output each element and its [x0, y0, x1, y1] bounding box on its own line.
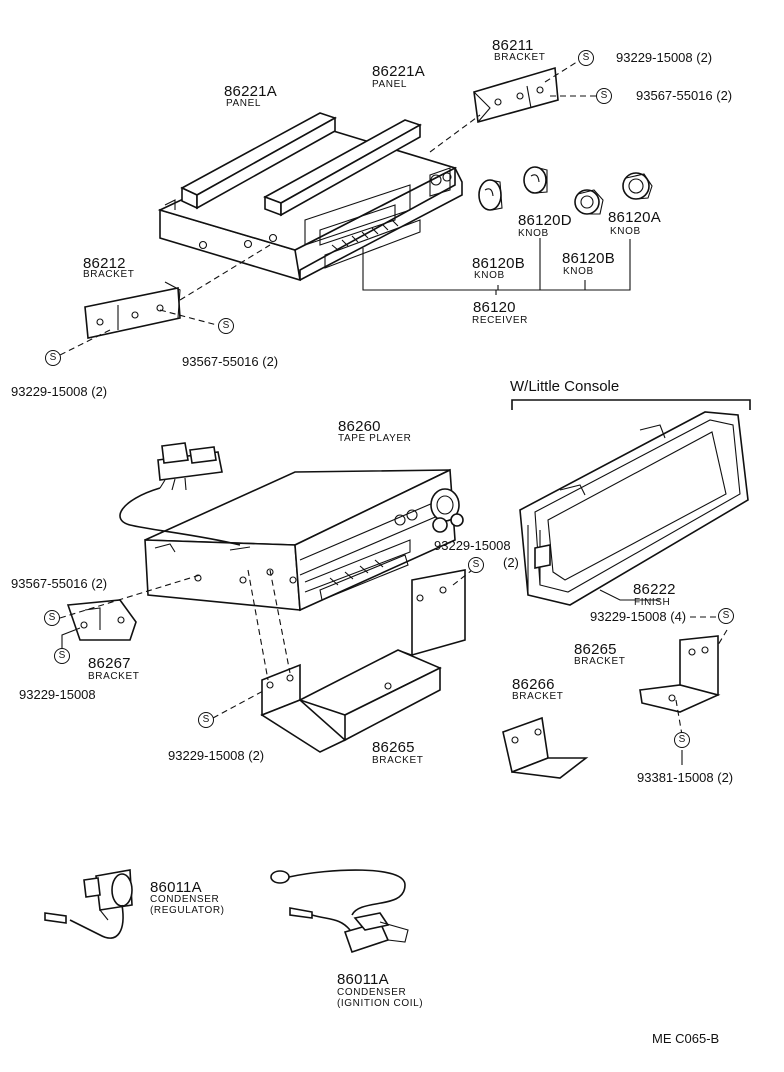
bracket-86211-name: BRACKET	[494, 52, 546, 63]
condenser-ignition-number: 86011A	[337, 971, 389, 988]
bracket-86266-number: 86266	[512, 676, 555, 693]
screw-tape-number: 93229-15008	[434, 538, 511, 553]
tape-player-unit	[145, 470, 463, 610]
knob-86120B-right	[575, 190, 603, 214]
bracket-86212	[85, 282, 180, 338]
knob-86120A	[623, 173, 652, 199]
bracket-86267-name: BRACKET	[88, 671, 140, 682]
bracket-86265-main-name: BRACKET	[372, 755, 424, 766]
finish-86222	[520, 412, 748, 605]
bracket-86266-name: BRACKET	[512, 691, 564, 702]
screw-symbol: S	[198, 712, 214, 728]
knob-86120B-right-number: 86120B	[562, 250, 615, 267]
little-console-header: W/Little Console	[510, 378, 620, 395]
bracket-86267	[68, 600, 136, 640]
bracket-86265-main	[262, 570, 465, 752]
bracket-86212-name: BRACKET	[83, 269, 135, 280]
screw-symbol: S	[578, 50, 594, 66]
knob-86120A-name: KNOB	[610, 226, 641, 237]
screw-symbol: S	[596, 88, 612, 104]
knob-86120B-right-name: KNOB	[563, 266, 594, 277]
screw-symbol: S	[468, 557, 484, 573]
screw-symbol: S	[674, 732, 690, 748]
tape-player-name: TAPE PLAYER	[338, 433, 412, 444]
bracket-86267-number: 86267	[88, 655, 131, 672]
screw-tape-qty: (2)	[503, 555, 519, 570]
panel-right	[265, 120, 420, 215]
knob-86120D	[524, 167, 547, 193]
condenser-regulator	[45, 870, 132, 938]
knob-86120D-number: 86120D	[518, 212, 572, 229]
bracket-86212-number: 86212	[83, 255, 126, 272]
bracket-86266	[503, 718, 586, 778]
receiver-number: 86120	[473, 299, 516, 316]
screw-finish-label: 93229-15008 (4)	[590, 609, 687, 624]
screw-mid-2-label: 93229-15008 (2)	[11, 384, 108, 399]
condenser-regulator-number: 86011A	[150, 879, 202, 896]
screw-top-2-label: 93567-55016 (2)	[636, 88, 733, 103]
knob-86120D-name: KNOB	[518, 228, 549, 239]
screw-top-1-label: 93229-15008 (2)	[616, 50, 713, 65]
panel-right-name: PANEL	[372, 79, 408, 90]
receiver-unit	[160, 130, 462, 280]
knob-86120B-left-number: 86120B	[472, 255, 525, 272]
knob-86120B-left-name: KNOB	[474, 270, 505, 281]
bracket-86211	[474, 68, 558, 122]
screw-left-1-label: 93567-55016 (2)	[11, 576, 108, 591]
panel-left-number: 86221A	[224, 83, 277, 100]
tape-connector	[120, 443, 240, 545]
screw-mid-1-label: 93567-55016 (2)	[182, 354, 279, 369]
bracket-86265-console	[640, 636, 718, 712]
panel-right-number: 86221A	[372, 63, 425, 80]
finish-name: FINISH	[634, 597, 671, 608]
bracket-86265-main-number: 86265	[372, 739, 415, 756]
panel-left-name: PANEL	[226, 98, 262, 109]
knob-86120A-number: 86120A	[608, 209, 661, 226]
condenser-regulator-note: (REGULATOR)	[150, 905, 225, 916]
condenser-ignition	[271, 870, 408, 952]
bracket-86211-number: 86211	[492, 37, 534, 54]
screw-symbol: S	[218, 318, 234, 334]
screw-symbol: S	[44, 610, 60, 626]
screw-bottom-label: 93229-15008 (2)	[168, 748, 265, 763]
footer-code: ME C065-B	[652, 1031, 720, 1046]
condenser-ignition-name: CONDENSER	[337, 987, 407, 998]
screw-console-label: 93381-15008 (2)	[637, 770, 734, 785]
screw-left-2-label: 93229-15008	[19, 687, 96, 702]
knob-86120B-left	[479, 180, 502, 210]
screw-symbol: S	[718, 608, 734, 624]
condenser-ignition-note: (IGNITION COIL)	[337, 998, 424, 1009]
screw-symbol: S	[45, 350, 61, 366]
screw-symbol: S	[54, 648, 70, 664]
finish-number: 86222	[633, 581, 676, 598]
panel-left	[182, 113, 335, 208]
receiver-name: RECEIVER	[472, 315, 528, 326]
condenser-regulator-name: CONDENSER	[150, 894, 220, 905]
tape-player-number: 86260	[338, 418, 381, 435]
bracket-86265-console-number: 86265	[574, 641, 617, 658]
bracket-86265-console-name: BRACKET	[574, 656, 626, 667]
